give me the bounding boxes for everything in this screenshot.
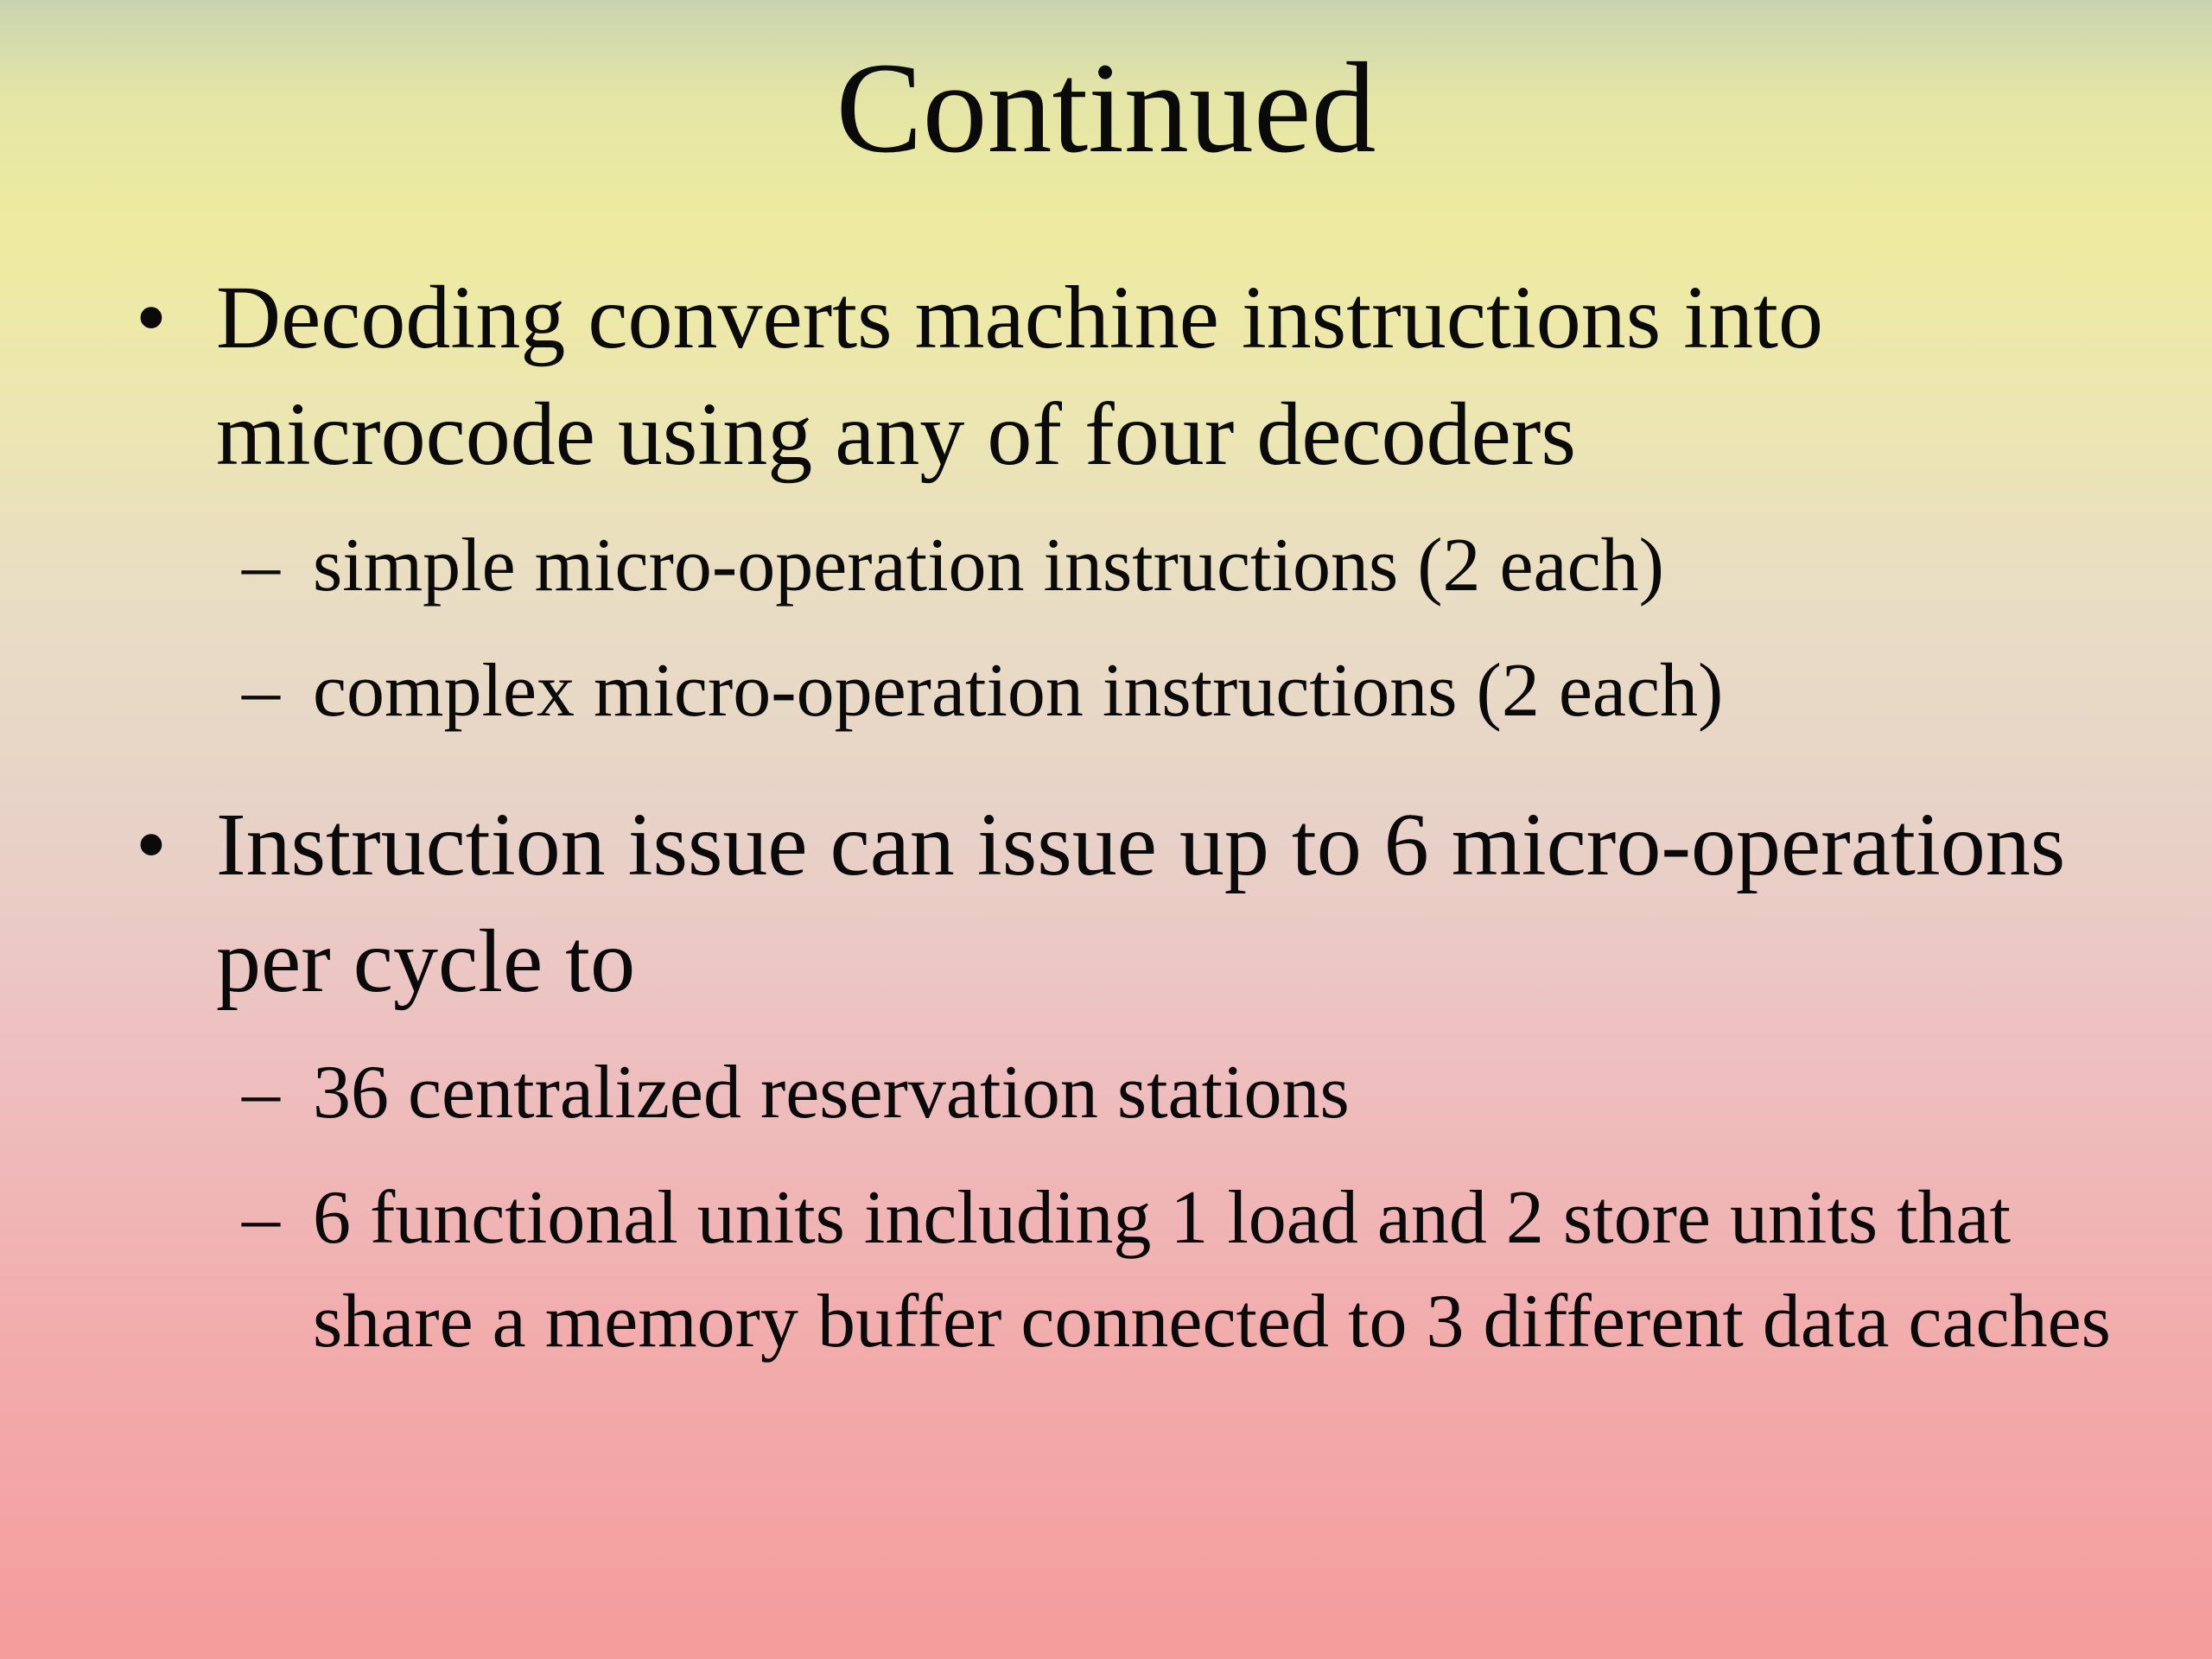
sub-item-text: 36 centralized reservation stations (313, 1051, 1350, 1135)
dash-icon: – (242, 524, 280, 607)
bullet-item: • Decoding converts machine instructions… (130, 259, 2117, 493)
sub-item-text: complex micro-operation instructions (2 … (313, 649, 1724, 733)
sub-item: – complex micro-operation instructions (… (130, 639, 2117, 743)
bullet-icon: • (135, 268, 168, 367)
bullet-text: Instruction issue can issue up to 6 micr… (216, 795, 2066, 1011)
bullet-item: • Instruction issue can issue up to 6 mi… (130, 786, 2117, 1020)
dash-icon: – (242, 649, 280, 733)
bullet-icon: • (135, 795, 168, 894)
sub-item-text: simple micro-operation instructions (2 e… (313, 524, 1664, 607)
dash-icon: – (242, 1051, 280, 1135)
slide-title: Continued (836, 36, 1376, 180)
slide-content: • Decoding converts machine instructions… (130, 259, 2117, 1374)
sub-item: – simple micro-operation instructions (2… (130, 514, 2117, 618)
sub-item: – 36 centralized reservation stations (130, 1041, 2117, 1145)
bullet-text: Decoding converts machine instructions i… (216, 268, 1824, 484)
sub-item: – 6 functional units including 1 load an… (130, 1166, 2117, 1374)
dash-icon: – (242, 1176, 280, 1260)
sub-item-text: 6 functional units including 1 load and … (313, 1176, 2111, 1363)
